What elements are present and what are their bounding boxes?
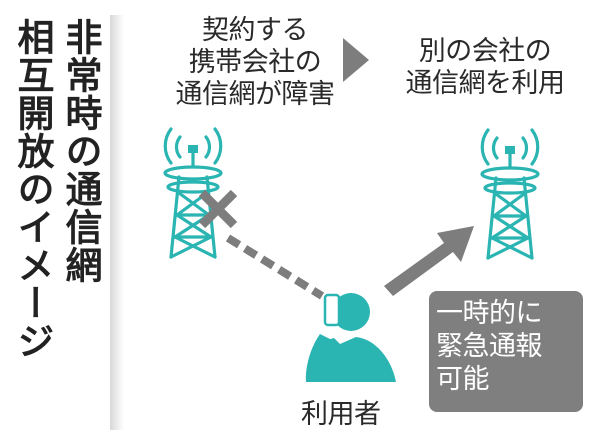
cross-icon bbox=[198, 189, 238, 229]
note-line: 一時的に bbox=[436, 298, 543, 329]
failed-connection-dashed-line bbox=[225, 234, 325, 300]
use-other-carrier-caption: 別の会社の 通信網を利用 bbox=[380, 36, 590, 100]
title-line-2: 相互開放のイメージ bbox=[11, 18, 54, 360]
triangle-arrow-icon bbox=[343, 38, 369, 82]
caption-line: 通信網を利用 bbox=[405, 68, 566, 99]
title-line-1: 非常時の通信網 bbox=[59, 18, 102, 284]
user-label: 利用者 bbox=[301, 399, 381, 430]
contracted-carrier-failure-caption: 契約する 携帯会社の 通信網が障害 bbox=[150, 15, 360, 111]
caption-line: 別の会社の bbox=[418, 36, 552, 67]
right-tower-icon bbox=[480, 128, 540, 260]
note-line: 可能 bbox=[436, 364, 490, 395]
caption-line: 契約する bbox=[202, 15, 309, 46]
person-with-phone-icon bbox=[305, 293, 396, 382]
divider bbox=[110, 15, 124, 430]
arrow-up-right-icon bbox=[384, 226, 474, 296]
left-tower-icon bbox=[163, 127, 223, 259]
caption-line: 通信網が障害 bbox=[175, 79, 336, 110]
caption-line: 携帯会社の bbox=[188, 47, 322, 78]
emergency-call-note: 一時的に 緊急通報 可能 bbox=[429, 291, 583, 412]
note-line: 緊急通報 bbox=[436, 331, 543, 362]
